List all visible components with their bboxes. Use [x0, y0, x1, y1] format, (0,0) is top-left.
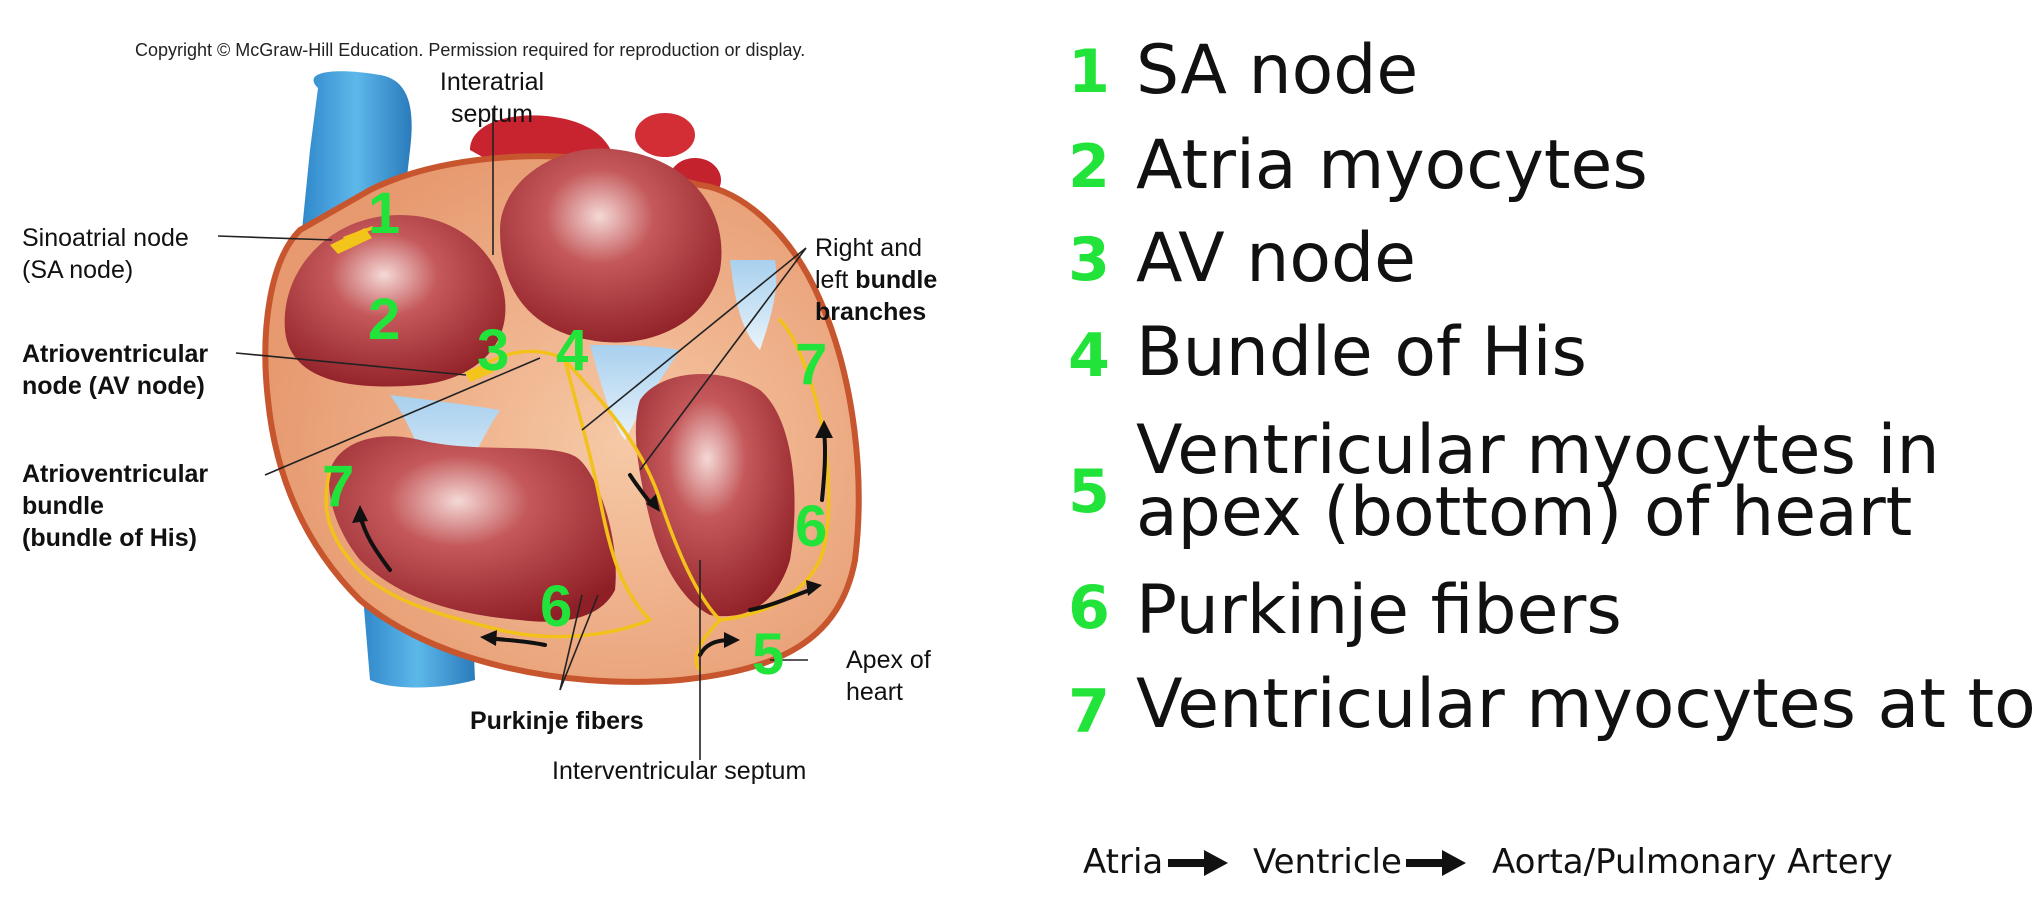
arrowheads: [352, 420, 833, 648]
left-atrium: [500, 148, 722, 343]
bundle-branches-label: Right and left bundle branches: [815, 234, 938, 326]
right-arrow-icon: [1168, 850, 1228, 876]
key-number: 3: [1068, 225, 1110, 295]
figure-number-5: 5: [752, 622, 785, 687]
copyright-notice: Copyright © McGraw-Hill Education. Permi…: [135, 40, 806, 60]
key-text: Bundle of His: [1136, 313, 1587, 392]
figure-number-4: 4: [556, 318, 589, 383]
flow-step-atria: Atria: [1083, 842, 1164, 882]
purkinje-fibers-label: Purkinje fibers: [470, 707, 644, 735]
right-atrium: [284, 215, 506, 387]
heart-conduction-figure: Copyright © McGraw-Hill Education. Permi…: [22, 40, 938, 785]
figure-number-7-right: 7: [795, 332, 828, 397]
sa-node-marker: [330, 228, 372, 254]
av-bundle-label: Atrioventricular bundle (bundle of His): [22, 460, 209, 552]
interatrial-septum-label: Interatrial septum: [439, 68, 545, 128]
apex-label: Apex of heart: [846, 646, 931, 706]
key-text: Atria myocytes: [1136, 126, 1648, 205]
key-number: 6: [1068, 573, 1110, 643]
right-ventricle: [329, 436, 616, 622]
key-text-line2: apex (bottom) of heart: [1136, 473, 1913, 552]
flow-step-aorta-pulmonary: Aorta/Pulmonary Artery: [1492, 842, 1893, 882]
key-number: 4: [1068, 321, 1110, 391]
heart-illustration: [217, 71, 862, 760]
figure-number-7-left: 7: [322, 454, 355, 519]
key-text: SA node: [1136, 31, 1419, 110]
key-text: AV node: [1136, 219, 1417, 298]
figure-number-6-bottom: 6: [540, 574, 573, 639]
key-number: 1: [1068, 37, 1110, 107]
key-text: Ventricular myocytes at top: [1136, 665, 2032, 744]
leader-lines: [217, 110, 808, 760]
interventricular-septum-label: Interventricular septum: [552, 757, 807, 785]
av-node-label: Atrioventricular node (AV node): [22, 340, 209, 400]
flow-step-ventricle: Ventricle: [1253, 842, 1402, 882]
key-number: 5: [1068, 457, 1110, 527]
av-node-marker: [465, 362, 494, 382]
key-text-line1: Ventricular myocytes in: [1136, 411, 1940, 490]
figure-number-1: 1: [368, 181, 401, 246]
right-arrow-icon: [1406, 850, 1466, 876]
key-number: 7: [1068, 677, 1110, 747]
figure-number-6-right: 6: [795, 494, 828, 559]
figure-number-2: 2: [368, 287, 401, 352]
left-ventricle: [635, 373, 795, 617]
key-number: 2: [1068, 132, 1110, 202]
sa-node-label: Sinoatrial node (SA node): [22, 224, 189, 284]
key-text: Purkinje fibers: [1136, 571, 1622, 650]
figure-number-3: 3: [477, 318, 510, 383]
